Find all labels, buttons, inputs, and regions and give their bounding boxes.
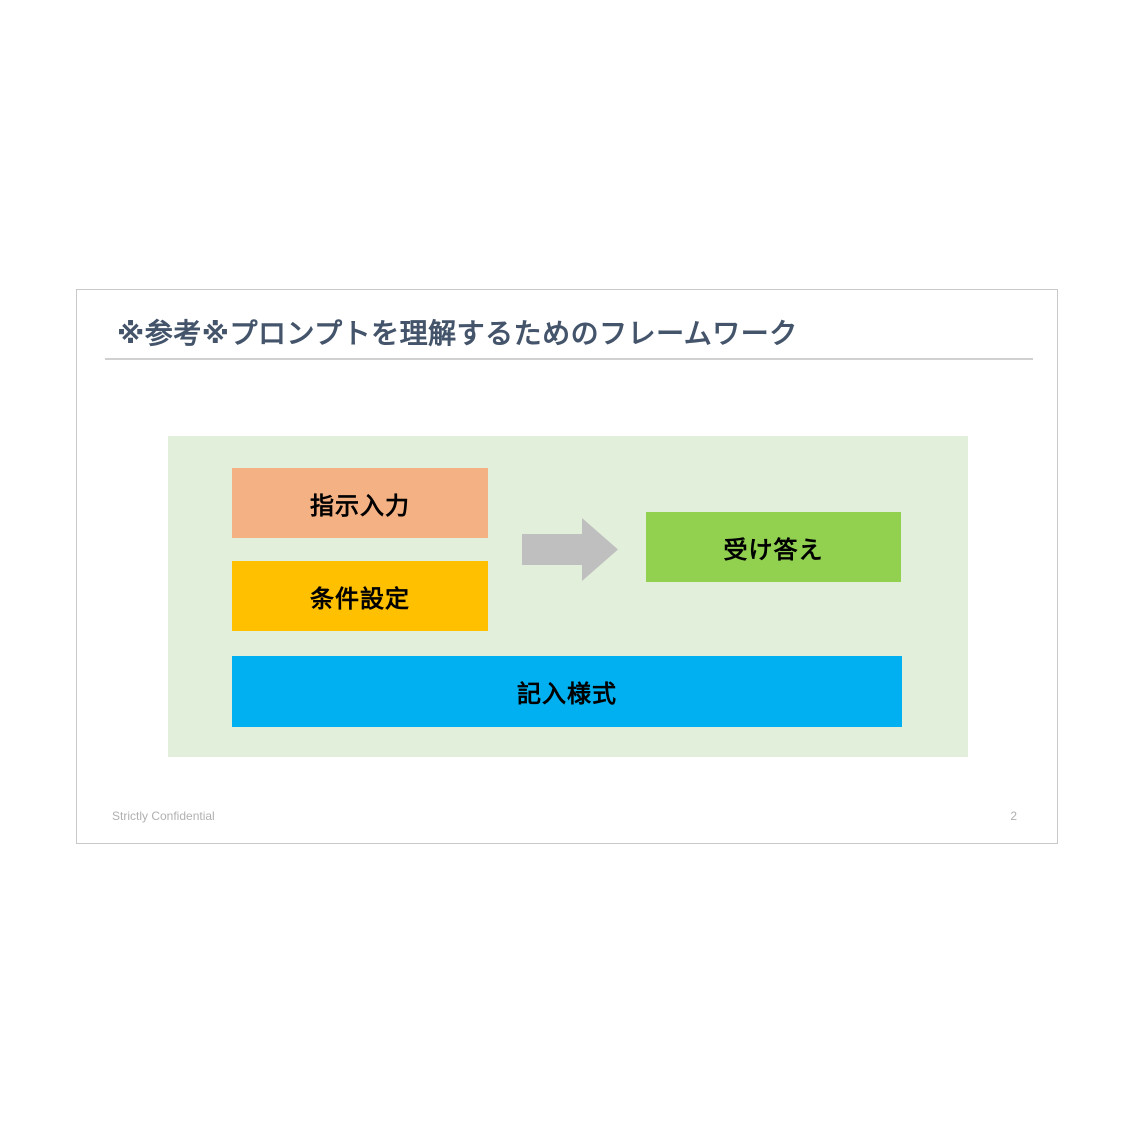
response-label: 受け答え bbox=[723, 536, 824, 564]
condition-setting-label: 条件設定 bbox=[310, 585, 410, 613]
condition-setting-box: 条件設定 bbox=[232, 561, 488, 631]
response-box: 受け答え bbox=[646, 512, 901, 582]
framework-diagram: 指示入力 条件設定 受け答え 記入様式 bbox=[168, 436, 968, 757]
instruction-input-label: 指示入力 bbox=[310, 492, 410, 520]
entry-format-box: 記入様式 bbox=[232, 656, 902, 727]
confidential-footer: Strictly Confidential bbox=[112, 809, 215, 823]
instruction-input-box: 指示入力 bbox=[232, 468, 488, 538]
right-arrow-icon bbox=[522, 518, 618, 581]
entry-format-label: 記入様式 bbox=[517, 681, 617, 708]
title-underline bbox=[105, 358, 1033, 360]
slide: ※参考※プロンプトを理解するためのフレームワーク 指示入力 条件設定 受け答え … bbox=[76, 289, 1058, 844]
slide-title: ※参考※プロンプトを理解するためのフレームワーク bbox=[117, 318, 798, 349]
page-number: 2 bbox=[1010, 809, 1017, 823]
right-arrow-shape bbox=[522, 518, 618, 581]
